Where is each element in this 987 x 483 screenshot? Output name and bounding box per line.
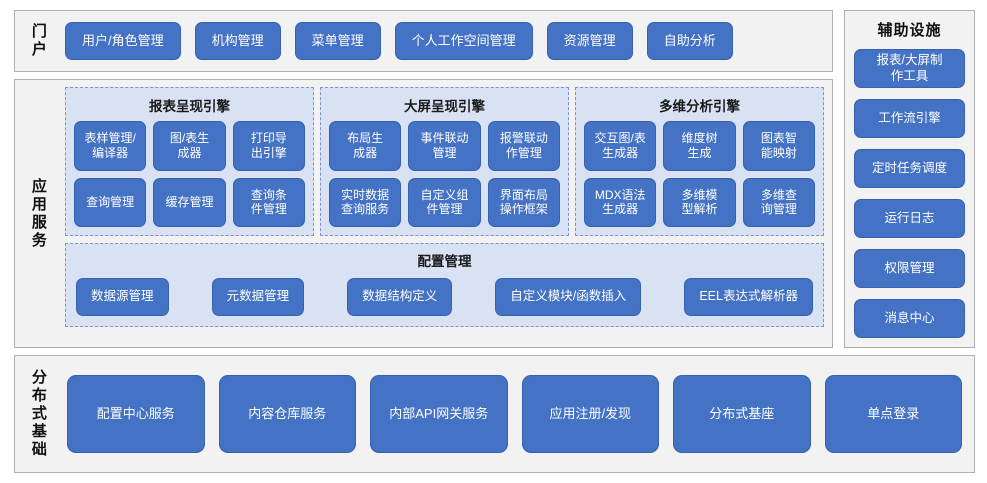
dist-item-app-registry[interactable]: 应用注册/发现	[521, 375, 659, 453]
engines-row: 报表呈现引擎 表样管理/ 编译器 图/表生 成器 打印导 出引擎 查询管理 缓存…	[65, 87, 824, 236]
aux-item-report-bigscreen-tool[interactable]: 报表/大屏制 作工具	[854, 49, 965, 88]
aux-item-scheduled-task[interactable]: 定时任务调度	[854, 149, 965, 188]
app-services-band-label: 应用服务	[29, 177, 47, 250]
engine-report-item-query-conditions[interactable]: 查询条 件管理	[232, 177, 305, 227]
aux-item-permission-management[interactable]: 权限管理	[854, 249, 965, 288]
distributed-base-band-label: 分布式基础	[29, 369, 47, 459]
engine-report-item-cache-management[interactable]: 缓存管理	[153, 177, 226, 227]
dist-item-distributed-foundation[interactable]: 分布式基座	[673, 375, 811, 453]
aux-item-workflow-engine[interactable]: 工作流引擎	[854, 99, 965, 138]
aux-facilities-panel: 辅助设施 报表/大屏制 作工具 工作流引擎 定时任务调度 运行日志 权限管理 消…	[844, 10, 975, 348]
config-management-title: 配置管理	[417, 254, 472, 269]
engine-olap-item-model-parsing[interactable]: 多维模 型解析	[663, 177, 736, 227]
engine-olap-item-dimension-tree[interactable]: 维度树 生成	[663, 121, 736, 171]
engine-report-item-template-editor[interactable]: 表样管理/ 编译器	[74, 121, 147, 171]
aux-item-message-center[interactable]: 消息中心	[854, 299, 965, 338]
engine-bigscreen-item-realtime-query[interactable]: 实时数据 查询服务	[329, 177, 402, 227]
portal-item-org[interactable]: 机构管理	[194, 22, 281, 60]
portal-items: 用户/角色管理 机构管理 菜单管理 个人工作空间管理 资源管理 自助分析	[61, 11, 832, 71]
engine-bigscreen-item-alarm-action[interactable]: 报警联动 作管理	[487, 121, 560, 171]
engine-bigscreen-item-layout-generator[interactable]: 布局生 成器	[329, 121, 402, 171]
engine-bigscreen-item-ui-layout-framework[interactable]: 界面布局 操作框架	[487, 177, 560, 227]
config-item-metadata[interactable]: 元数据管理	[211, 277, 305, 316]
portal-item-self-analysis[interactable]: 自助分析	[646, 22, 733, 60]
config-item-eel-parser[interactable]: EEL表达式解析器	[684, 277, 813, 316]
engine-report-item-query-management[interactable]: 查询管理	[74, 177, 147, 227]
engine-bigscreen-grid: 布局生 成器 事件联动 管理 报警联动 作管理 实时数据 查询服务 自定义组 件…	[329, 121, 560, 227]
dist-item-content-repository[interactable]: 内容仓库服务	[218, 375, 356, 453]
engine-report: 报表呈现引擎 表样管理/ 编译器 图/表生 成器 打印导 出引擎 查询管理 缓存…	[65, 87, 314, 236]
portal-band-label: 门户	[29, 23, 47, 59]
portal-panel: 门户 用户/角色管理 机构管理 菜单管理 个人工作空间管理 资源管理 自助分析	[14, 10, 833, 72]
portal-item-user-role[interactable]: 用户/角色管理	[65, 22, 181, 60]
aux-facilities-title: 辅助设施	[877, 22, 942, 39]
aux-facilities-list: 报表/大屏制 作工具 工作流引擎 定时任务调度 运行日志 权限管理 消息中心	[854, 49, 965, 338]
engine-bigscreen-item-event-linkage[interactable]: 事件联动 管理	[408, 121, 481, 171]
config-management-panel: 配置管理 数据源管理 元数据管理 数据结构定义 自定义模块/函数插入 EEL表达…	[65, 243, 824, 327]
distributed-base-items: 配置中心服务 内容仓库服务 内部API网关服务 应用注册/发现 分布式基座 单点…	[61, 356, 974, 472]
engine-report-grid: 表样管理/ 编译器 图/表生 成器 打印导 出引擎 查询管理 缓存管理 查询条 …	[74, 121, 305, 227]
engine-report-item-print-export[interactable]: 打印导 出引擎	[232, 121, 305, 171]
config-item-data-structure[interactable]: 数据结构定义	[347, 277, 453, 316]
left-column: 门户 用户/角色管理 机构管理 菜单管理 个人工作空间管理 资源管理 自助分析 …	[14, 10, 833, 348]
engine-report-item-chart-generator[interactable]: 图/表生 成器	[153, 121, 226, 171]
engine-report-title: 报表呈现引擎	[149, 99, 230, 114]
engine-olap-title: 多维分析引擎	[659, 99, 740, 114]
app-services-body: 报表呈现引擎 表样管理/ 编译器 图/表生 成器 打印导 出引擎 查询管理 缓存…	[61, 80, 832, 347]
top-zone: 门户 用户/角色管理 机构管理 菜单管理 个人工作空间管理 资源管理 自助分析 …	[14, 10, 975, 348]
engine-olap: 多维分析引擎 交互图/表 生成器 维度树 生成 图表智 能映射 MDX语法 生成…	[575, 87, 824, 236]
engine-olap-grid: 交互图/表 生成器 维度树 生成 图表智 能映射 MDX语法 生成器 多维模 型…	[584, 121, 815, 227]
engine-bigscreen: 大屏呈现引擎 布局生 成器 事件联动 管理 报警联动 作管理 实时数据 查询服务…	[320, 87, 569, 236]
distributed-base-panel: 分布式基础 配置中心服务 内容仓库服务 内部API网关服务 应用注册/发现 分布…	[14, 355, 975, 473]
config-management-items: 数据源管理 元数据管理 数据结构定义 自定义模块/函数插入 EEL表达式解析器	[76, 275, 813, 318]
dist-item-sso[interactable]: 单点登录	[824, 375, 962, 453]
engine-olap-item-query-management[interactable]: 多维查 询管理	[742, 177, 815, 227]
engine-olap-item-interactive-chart[interactable]: 交互图/表 生成器	[584, 121, 657, 171]
engine-bigscreen-item-custom-component[interactable]: 自定义组 件管理	[408, 177, 481, 227]
portal-item-resource[interactable]: 资源管理	[546, 22, 633, 60]
dist-item-config-center[interactable]: 配置中心服务	[67, 375, 205, 453]
config-item-custom-module[interactable]: 自定义模块/函数插入	[495, 277, 642, 316]
dist-item-api-gateway[interactable]: 内部API网关服务	[370, 375, 508, 453]
aux-item-runtime-log[interactable]: 运行日志	[854, 199, 965, 238]
engine-bigscreen-title: 大屏呈现引擎	[404, 99, 485, 114]
portal-item-menu[interactable]: 菜单管理	[294, 22, 381, 60]
config-item-datasource[interactable]: 数据源管理	[76, 277, 169, 316]
portal-item-workspace[interactable]: 个人工作空间管理	[394, 22, 533, 60]
engine-olap-item-chart-mapping[interactable]: 图表智 能映射	[742, 121, 815, 171]
app-services-panel: 应用服务 报表呈现引擎 表样管理/ 编译器 图/表生 成器 打印导 出引擎 查询…	[14, 79, 833, 348]
engine-olap-item-mdx-generator[interactable]: MDX语法 生成器	[584, 177, 657, 227]
